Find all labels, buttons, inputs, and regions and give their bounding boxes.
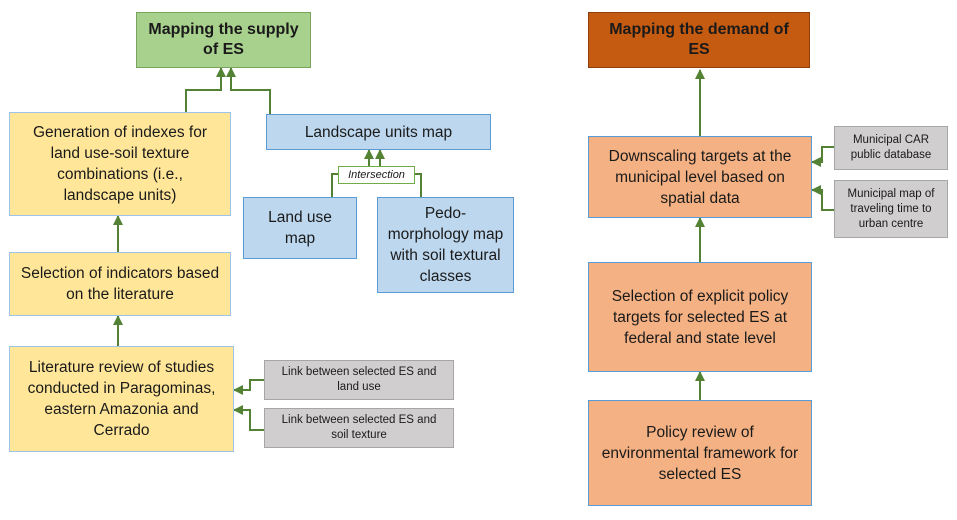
municipal-car-source: Municipal CAR public database [834, 126, 948, 170]
link-soil-texture-source: Link between selected ES and soil textur… [264, 408, 454, 448]
policy-review: Policy review of environmental framework… [588, 400, 812, 506]
link-land-use-source: Link between selected ES and land use [264, 360, 454, 400]
arrow-generation-to-supply [185, 67, 226, 112]
downscaling-step: Downscaling targets at the municipal lev… [588, 136, 812, 218]
arrow-car-to-downscaling [811, 146, 834, 167]
policy-targets-selection: Selection of explicit policy targets for… [588, 262, 812, 372]
supply-title: Mapping the supply of ES [136, 12, 311, 68]
arrow-linkland-to-literature [233, 379, 264, 395]
literature-review: Literature review of studies conducted i… [9, 346, 234, 452]
generation-step: Generation of indexes for land use-soil … [9, 112, 231, 216]
arrow-linksoil-to-literature [233, 405, 264, 431]
arrow-pedo-to-intersection [415, 173, 422, 197]
arrow-landuse-to-intersection [331, 173, 338, 197]
arrow-travel-to-downscaling [811, 185, 834, 211]
travel-time-source: Municipal map of traveling time to urban… [834, 180, 948, 238]
demand-title: Mapping the demand of ES [588, 12, 810, 68]
intersection-label: Intersection [338, 166, 415, 184]
arrow-landscape-to-supply [226, 67, 271, 114]
selection-of-indicators: Selection of indicators based on the lit… [9, 252, 231, 316]
land-use-map: Land use map [243, 197, 357, 259]
pedo-morphology-map: Pedo-morphology map with soil textural c… [377, 197, 514, 293]
landscape-units-map: Landscape units map [266, 114, 491, 150]
